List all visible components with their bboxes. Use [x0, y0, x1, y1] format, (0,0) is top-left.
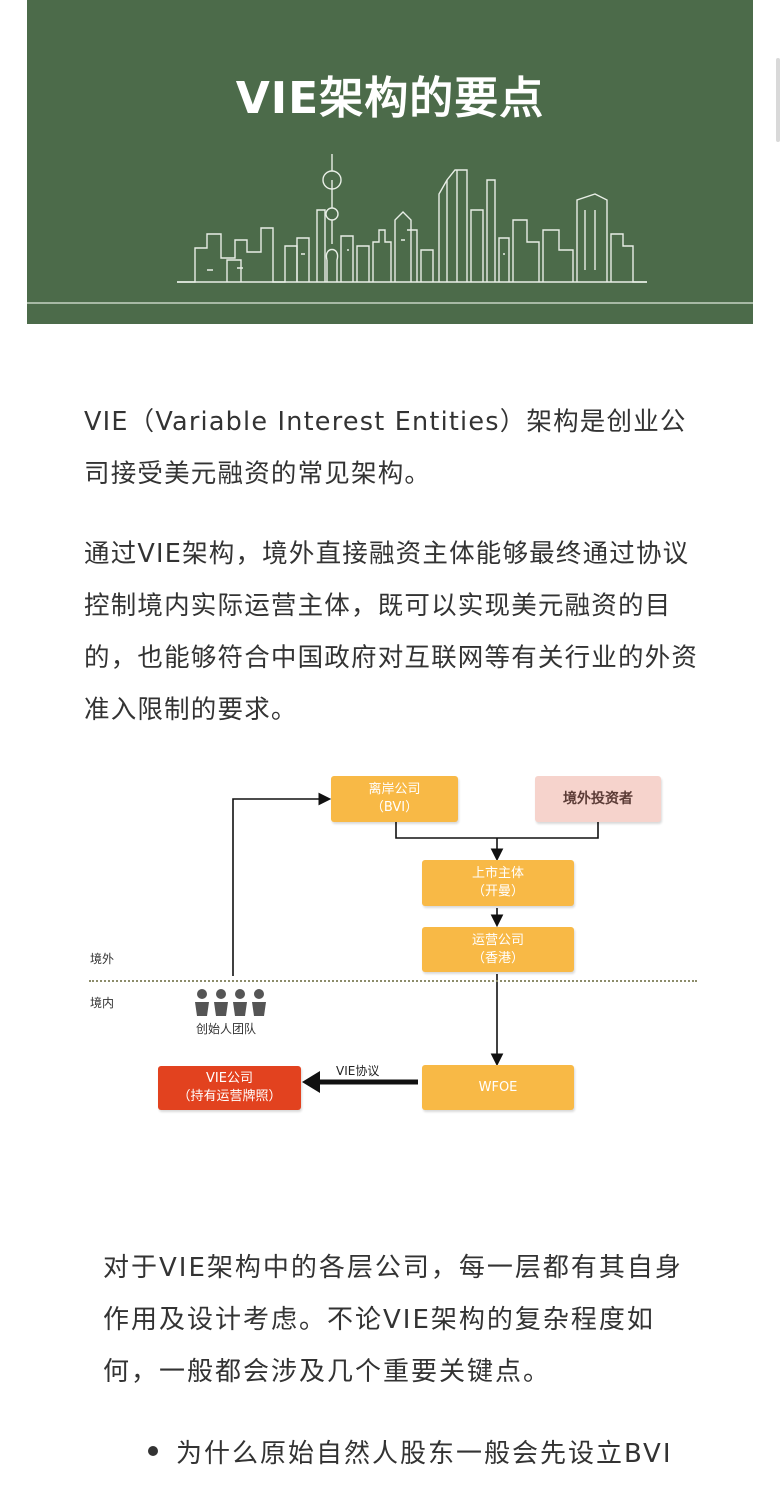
offshore-region-label: 境外	[90, 952, 115, 966]
founders-icons	[195, 989, 266, 1016]
intro-paragraph-1: VIE（Variable Interest Entities）架构是创业公司接受…	[84, 407, 687, 489]
listed-entity-name: 上市主体	[471, 866, 524, 881]
foreign-investors-box: 境外投资者	[535, 776, 661, 822]
wfoe-label: WFOE	[478, 1079, 518, 1095]
founders-label: 创始人团队	[196, 1022, 257, 1036]
operating-company-box: 运营公司 （香港）	[422, 927, 574, 972]
operating-company-name: 运营公司	[471, 932, 524, 948]
vie-agreement-label: VIE协议	[336, 1064, 380, 1078]
offshore-company-box: 离岸公司 （BVI）	[331, 776, 458, 822]
diagram-connectors	[195, 792, 599, 1093]
listed-entity-box: 上市主体 （开曼）	[422, 860, 574, 906]
header-banner: VIE架构的要点	[27, 0, 753, 324]
operating-company-note: （香港）	[471, 950, 524, 966]
vie-company-name: VIE公司	[206, 1071, 253, 1086]
scrollbar[interactable]	[776, 58, 780, 142]
offshore-company-name: 离岸公司	[368, 782, 421, 797]
bullet-item-1: 为什么原始自然人股东一般会先设立BVI	[176, 1439, 673, 1469]
page-title: VIE架构的要点	[235, 73, 545, 124]
bullet-marker	[148, 1446, 158, 1456]
border-divider	[89, 980, 697, 982]
vie-structure-diagram: 离岸公司 （BVI） 境外投资者 上市主体 （开曼） 运营公司 （香港） 境外 …	[80, 762, 710, 1142]
vie-company-box: VIE公司 （持有运营牌照）	[158, 1066, 301, 1110]
foreign-investors-label: 境外投资者	[563, 791, 633, 807]
header-divider	[27, 302, 753, 304]
intro-paragraph-2: 通过VIE架构，境外直接融资主体能够最终通过协议控制境内实际运营主体，既可以实现…	[84, 539, 699, 725]
city-skyline-illustration	[177, 154, 647, 283]
body-paragraph: 对于VIE架构中的各层公司，每一层都有其自身作用及设计考虑。不论VIE架构的复杂…	[103, 1253, 683, 1387]
offshore-company-note: （BVI）	[370, 800, 419, 815]
onshore-region-label: 境内	[90, 996, 115, 1010]
wfoe-box: WFOE	[422, 1065, 574, 1110]
vie-company-note: （持有运营牌照）	[177, 1089, 282, 1104]
listed-entity-note: （开曼）	[471, 884, 524, 899]
